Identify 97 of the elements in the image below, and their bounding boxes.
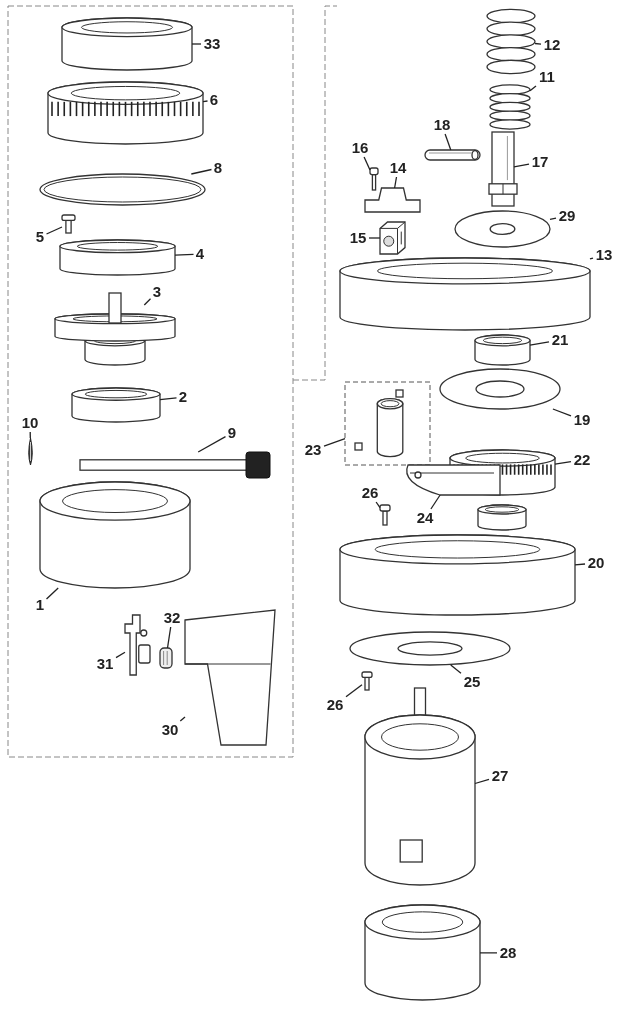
callout-number: 13 xyxy=(594,247,614,263)
callout-number: 25 xyxy=(462,674,482,690)
leader-line xyxy=(430,494,441,510)
leader-line xyxy=(143,298,152,306)
leader-line xyxy=(368,237,381,239)
bracket-plate-drawing xyxy=(439,368,561,410)
leader-line xyxy=(179,716,186,722)
leader-line xyxy=(159,397,178,401)
callout-number: 21 xyxy=(550,332,570,348)
callout-number: 26 xyxy=(325,697,345,713)
callout-number: 14 xyxy=(388,160,408,176)
leader-line xyxy=(166,626,172,649)
gearbox-housing-drawing xyxy=(339,534,576,616)
leader-line xyxy=(450,664,462,674)
bearing-drawing xyxy=(71,387,161,423)
callout-number: 5 xyxy=(34,229,46,245)
callout-number: 9 xyxy=(226,425,238,441)
callout-number: 12 xyxy=(542,37,562,53)
motor-base-drawing xyxy=(364,904,481,1001)
shaft-drawing xyxy=(488,131,518,207)
gear-kit-drawing xyxy=(344,381,431,466)
leader-line xyxy=(513,163,530,168)
clip-drawing xyxy=(124,614,151,676)
callout-number: 30 xyxy=(160,722,180,738)
callout-number: 24 xyxy=(415,510,435,526)
leader-line xyxy=(589,257,594,260)
o-ring-drawing xyxy=(39,173,206,206)
leader-line xyxy=(115,651,126,659)
callout-number: 23 xyxy=(303,442,323,458)
spring-cap-drawing xyxy=(486,8,536,75)
callout-number: 3 xyxy=(151,284,163,300)
leader-line xyxy=(479,952,498,954)
housing-drawing xyxy=(39,481,191,589)
motor-drawing xyxy=(364,687,476,886)
bracket-drawing xyxy=(364,187,421,213)
spring-drawing xyxy=(489,84,531,130)
callout-number: 29 xyxy=(557,208,577,224)
screw-drawing xyxy=(361,671,373,691)
spacer-drawing xyxy=(159,647,173,669)
leader-line xyxy=(549,217,557,221)
callout-number: 31 xyxy=(95,656,115,672)
lever-arm-drawing xyxy=(406,464,501,496)
leader-line xyxy=(534,42,542,45)
leader-line xyxy=(191,43,202,45)
leader-line xyxy=(174,253,195,256)
ring-drawing xyxy=(59,239,176,276)
leader-line xyxy=(345,684,363,698)
screw-drawing xyxy=(369,167,379,191)
leader-line xyxy=(197,435,227,453)
callout-number: 28 xyxy=(498,945,518,961)
callout-number: 26 xyxy=(360,485,380,501)
callout-number: 17 xyxy=(530,154,550,170)
leader-line xyxy=(474,778,490,785)
leader-line xyxy=(45,587,59,600)
bearing-drawing xyxy=(474,334,531,366)
callout-number: 20 xyxy=(586,555,606,571)
callout-number: 15 xyxy=(348,230,368,246)
leader-line xyxy=(529,341,550,346)
leader-line xyxy=(202,100,209,103)
pin-drawing xyxy=(28,437,33,466)
callout-number: 18 xyxy=(432,117,452,133)
leader-line xyxy=(375,501,381,509)
cap-drawing xyxy=(61,17,193,71)
leader-line xyxy=(190,168,213,175)
callout-number: 8 xyxy=(212,160,224,176)
screw-drawing xyxy=(61,214,76,234)
callout-number: 4 xyxy=(194,246,206,262)
callout-number: 19 xyxy=(572,412,592,428)
callout-number: 32 xyxy=(162,610,182,626)
screw-drawing xyxy=(379,504,391,526)
leader-line xyxy=(529,85,537,92)
callout-number: 6 xyxy=(208,92,220,108)
callout-number: 16 xyxy=(350,140,370,156)
pin-drawing xyxy=(424,149,481,161)
callout-number: 1 xyxy=(34,597,46,613)
callout-number: 33 xyxy=(202,36,222,52)
housing-drawing xyxy=(339,257,591,331)
leader-line xyxy=(45,226,63,235)
leader-line xyxy=(444,133,452,151)
leader-line xyxy=(393,176,398,189)
callout-number: 10 xyxy=(20,415,40,431)
washer-drawing xyxy=(454,210,551,248)
chute-drawing xyxy=(184,609,276,746)
leader-line xyxy=(552,408,572,417)
callout-number: 11 xyxy=(537,69,557,85)
callout-number: 22 xyxy=(572,452,592,468)
leader-line xyxy=(29,431,31,439)
switch-drawing xyxy=(379,221,406,255)
leader-line xyxy=(363,156,371,171)
gear-ring-drawing xyxy=(47,81,204,145)
leader-line xyxy=(574,563,586,566)
mounting-plate-drawing xyxy=(349,631,511,666)
adjuster-drawing xyxy=(79,451,271,479)
leader-line xyxy=(323,437,346,447)
leader-line xyxy=(554,461,572,465)
callout-number: 27 xyxy=(490,768,510,784)
callout-number: 2 xyxy=(177,389,189,405)
